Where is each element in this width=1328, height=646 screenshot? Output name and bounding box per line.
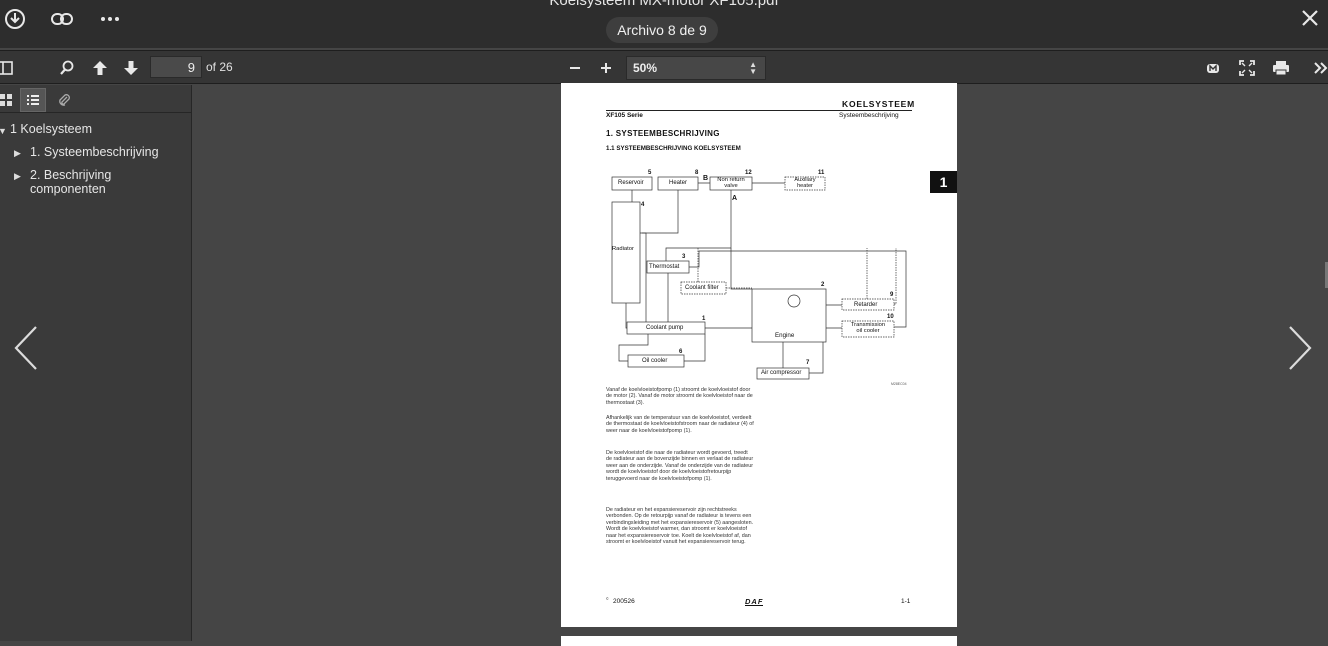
diagram-label-retarder: Retarder bbox=[854, 302, 878, 308]
page-count-label: of 26 bbox=[206, 60, 233, 74]
more-options-icon[interactable] bbox=[97, 6, 123, 32]
diagram-label-reservoir: Reservoir bbox=[618, 180, 644, 186]
doc-subheading: 1.1 SYSTEEMBESCHRIJVING KOELSYSTEEM bbox=[606, 145, 741, 152]
outline-tab-icon[interactable] bbox=[20, 88, 46, 112]
zoom-out-icon[interactable] bbox=[563, 56, 587, 80]
print-icon[interactable] bbox=[1269, 56, 1293, 80]
next-pdf-page bbox=[561, 636, 957, 646]
presentation-mode-icon[interactable] bbox=[1201, 56, 1225, 80]
attachments-tab-icon[interactable] bbox=[51, 88, 77, 112]
header-rule bbox=[606, 110, 912, 111]
chapter-tab: 1 bbox=[930, 171, 957, 193]
cooling-system-diagram bbox=[611, 176, 907, 380]
footer-code: 200526 bbox=[613, 598, 635, 605]
diagram-label-b: B bbox=[703, 175, 709, 182]
fullscreen-icon[interactable] bbox=[1235, 56, 1259, 80]
sidebar-tabs bbox=[0, 87, 192, 113]
outline-item-beschrijving-componenten[interactable]: 2. Beschrijving componenten bbox=[30, 168, 112, 196]
diagram-label-radiator: Radiator bbox=[612, 246, 634, 252]
paragraph-3: De koelvloeistof die naar de radiateur w… bbox=[606, 450, 754, 482]
doc-brand: KOELSYSTEEM bbox=[842, 99, 916, 109]
pdf-toolbar: of 26 50% ▲▼ bbox=[0, 50, 1328, 84]
diagram-number-7: 7 bbox=[806, 360, 810, 366]
scrollbar-thumb[interactable] bbox=[1325, 262, 1328, 288]
diagram-number-6: 6 bbox=[679, 349, 683, 355]
diagram-label-a: A bbox=[732, 195, 738, 202]
paragraph-4: De radiateur en het expansiereservoir zi… bbox=[606, 507, 754, 546]
diagram-label-air-compressor: Air compressor bbox=[761, 370, 802, 376]
next-file-arrow-icon[interactable] bbox=[1286, 325, 1314, 371]
close-icon[interactable] bbox=[1300, 4, 1320, 32]
diagram-number-5: 5 bbox=[648, 170, 652, 176]
diagram-number-4: 4 bbox=[641, 202, 645, 208]
footer-page-number: 1-1 bbox=[901, 598, 911, 605]
find-icon[interactable] bbox=[55, 56, 79, 80]
archive-counter: Archivo 8 de 9 bbox=[606, 17, 718, 43]
diagram-label-engine: Engine bbox=[775, 332, 795, 339]
outline-item-koelsysteem[interactable]: 1 Koelsysteem bbox=[10, 122, 92, 136]
previous-file-arrow-icon[interactable] bbox=[12, 325, 40, 371]
select-arrows-icon: ▲▼ bbox=[749, 60, 757, 76]
diagram-label-coolant-filter: Coolant filter bbox=[685, 285, 719, 291]
zoom-in-icon[interactable] bbox=[594, 56, 618, 80]
pdf-page: KOELSYSTEEM XF105 Serie Systeembeschrijv… bbox=[561, 83, 957, 627]
diagram-number-2: 2 bbox=[821, 282, 825, 288]
thumbnails-tab-icon[interactable] bbox=[0, 88, 19, 112]
tools-menu-icon[interactable] bbox=[1309, 56, 1328, 80]
diagram-label-oil-cooler: Oil cooler bbox=[642, 358, 668, 364]
expand-arrow-icon[interactable]: ▶ bbox=[14, 171, 21, 181]
sidebar: ▼ 1 Koelsysteem ▶ 1. Systeembeschrijving… bbox=[0, 85, 192, 641]
footer-copyright: © bbox=[606, 597, 609, 601]
link-icon[interactable] bbox=[49, 6, 75, 32]
sidebar-toggle-icon[interactable] bbox=[0, 56, 18, 80]
diagram-number-3: 3 bbox=[682, 254, 686, 260]
diagram-label-coolant-pump: Coolant pump bbox=[646, 325, 684, 331]
diagram-number-10: 10 bbox=[887, 314, 894, 320]
diagram-label-heater: Heater bbox=[669, 180, 688, 186]
diagram-number-9: 9 bbox=[890, 292, 894, 298]
zoom-value: 50% bbox=[633, 61, 658, 75]
diagram-number-11: 11 bbox=[818, 170, 825, 176]
expand-arrow-icon[interactable]: ▶ bbox=[14, 148, 21, 158]
download-icon[interactable] bbox=[2, 6, 28, 32]
doc-series: XF105 Serie bbox=[606, 112, 643, 119]
doc-section: Systeembeschrijving bbox=[839, 112, 899, 119]
file-title: Koelsysteem MX-motor XF105.pdf bbox=[549, 0, 779, 9]
doc-heading: 1. SYSTEEMBESCHRIJVING bbox=[606, 129, 720, 138]
title-bar: Koelsysteem MX-motor XF105.pdf Archivo 8… bbox=[0, 0, 1328, 48]
zoom-select[interactable]: 50% ▲▼ bbox=[626, 56, 766, 80]
diagram-number-8: 8 bbox=[695, 170, 699, 176]
paragraph-1: Vanaf de koelvloeistofpomp (1) stroomt d… bbox=[606, 387, 753, 406]
next-page-icon[interactable] bbox=[119, 56, 143, 80]
outline-item-systeembeschrijving[interactable]: 1. Systeembeschrijving bbox=[30, 145, 159, 159]
diagram-figure-code: M28EC04 bbox=[891, 382, 907, 386]
previous-page-icon[interactable] bbox=[88, 56, 112, 80]
paragraph-2: Afhankelijk van de temperatuur van de ko… bbox=[606, 415, 754, 434]
diagram-number-12: 12 bbox=[745, 170, 752, 176]
collapse-arrow-icon[interactable]: ▼ bbox=[0, 126, 7, 136]
diagram-number-1: 1 bbox=[702, 316, 706, 322]
diagram-label-thermostat: Thermostat bbox=[649, 264, 680, 270]
daf-logo: DAF bbox=[745, 597, 764, 606]
page-number-input[interactable] bbox=[150, 56, 202, 78]
